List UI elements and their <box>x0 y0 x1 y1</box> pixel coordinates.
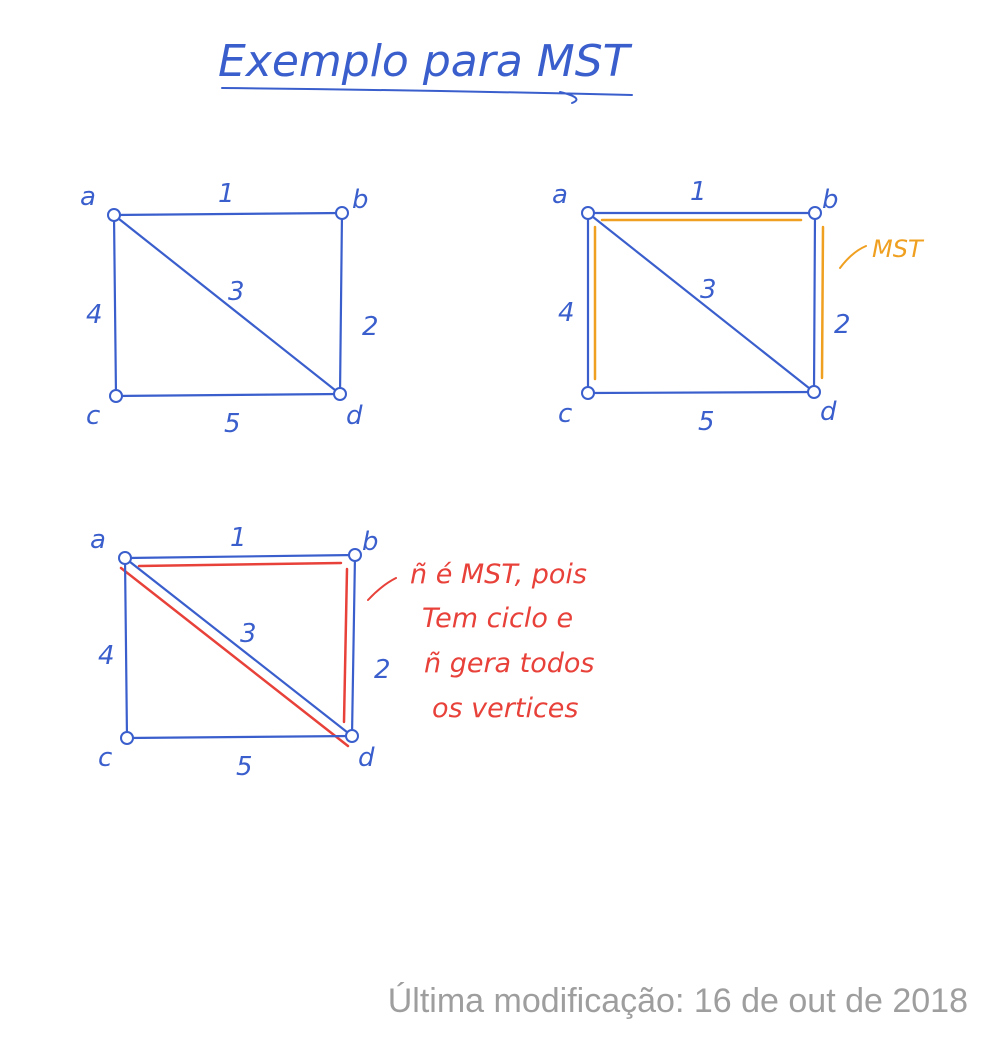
node-label-c: c <box>86 401 100 431</box>
node-label-d: d <box>820 397 837 427</box>
mst-label: MST <box>872 235 925 263</box>
last-modified-footer: Última modificação: 16 de out de 2018 <box>387 982 968 1020</box>
highlight-edge-a-b <box>137 561 343 568</box>
edge-a-d <box>586 211 816 394</box>
edge-c-d <box>125 734 354 740</box>
node-b <box>335 206 349 220</box>
page-title: Exemplo para MST <box>218 36 633 87</box>
node-b <box>808 206 822 220</box>
node-label-c: c <box>98 743 112 773</box>
node-c <box>109 389 123 403</box>
node-d <box>345 729 359 743</box>
edge-b-d <box>350 553 357 738</box>
node-c <box>581 386 595 400</box>
edge-weight-c-d: 5 <box>224 409 241 439</box>
edge-a-b <box>112 211 344 217</box>
cycle-diagram: 1 2 3 4 5 a b c d <box>90 523 391 782</box>
edge-weight-a-d: 3 <box>228 277 245 307</box>
cycle-note: ñ é MST, pois Tem ciclo e ñ gera todos o… <box>410 559 595 724</box>
mst-pointer <box>839 245 867 269</box>
highlight-edge-b-d <box>820 225 825 380</box>
edge-a-d <box>123 556 354 738</box>
highlight-edge-a-d <box>119 566 350 748</box>
node-a <box>581 206 595 220</box>
node-label-a: a <box>80 182 96 212</box>
edge-b-d <box>812 211 817 394</box>
node-label-b: b <box>822 185 839 215</box>
note-line: os vertices <box>432 693 578 724</box>
graph-diagram: 1 2 3 4 5 a b c d <box>80 179 379 439</box>
edge-weight-a-d: 3 <box>700 275 717 305</box>
node-b <box>348 548 362 562</box>
mst-diagram: 1 2 3 4 5 a b c d <box>552 177 851 437</box>
node-a <box>118 551 132 565</box>
node-label-d: d <box>358 743 375 773</box>
edge-a-b <box>123 553 357 560</box>
edge-weight-a-c: 4 <box>558 298 575 328</box>
node-label-c: c <box>558 399 572 429</box>
edge-weight-a-c: 4 <box>98 641 115 671</box>
note-line: ñ é MST, pois <box>410 559 587 590</box>
edge-c-d <box>586 390 816 395</box>
edge-weight-c-d: 5 <box>236 752 253 782</box>
edge-weight-b-d: 2 <box>374 655 391 685</box>
edge-weight-a-b: 1 <box>690 177 707 207</box>
edge-weight-a-b: 1 <box>218 179 235 209</box>
edge-c-d <box>114 392 342 398</box>
edge-weight-c-d: 5 <box>698 407 715 437</box>
edge-a-d <box>112 213 342 396</box>
edge-a-c <box>123 556 129 740</box>
edge-weight-a-d: 3 <box>240 619 257 649</box>
node-label-b: b <box>352 185 369 215</box>
node-label-a: a <box>90 525 106 555</box>
edge-weight-a-c: 4 <box>86 300 103 330</box>
title-underline <box>221 87 633 104</box>
node-d <box>807 385 821 399</box>
node-label-b: b <box>362 527 379 557</box>
note-line: ñ gera todos <box>424 648 595 679</box>
node-label-a: a <box>552 180 568 210</box>
edge-weight-a-b: 1 <box>230 523 247 553</box>
node-c <box>120 731 134 745</box>
node-a <box>107 208 121 222</box>
edge-a-c <box>112 213 118 398</box>
note-line: Tem ciclo e <box>422 603 573 634</box>
note-pointer <box>367 577 397 601</box>
node-d <box>333 387 347 401</box>
edge-b-d <box>338 211 344 396</box>
node-label-d: d <box>346 401 363 431</box>
highlight-edge-b-d <box>342 567 349 724</box>
edge-weight-b-d: 2 <box>362 312 379 342</box>
edge-weight-b-d: 2 <box>834 310 851 340</box>
